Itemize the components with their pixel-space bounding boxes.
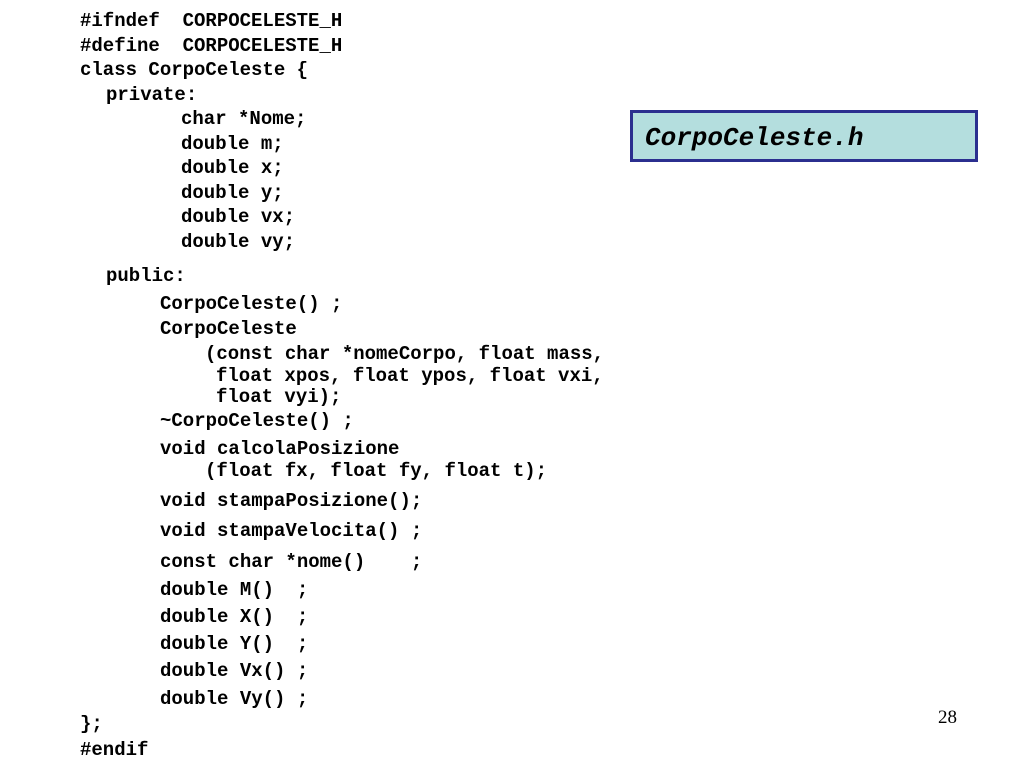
code-line: double m;: [181, 133, 284, 155]
code-line: double X() ;: [160, 606, 309, 628]
code-line: class CorpoCeleste {: [80, 59, 309, 81]
code-line: double Y() ;: [160, 633, 309, 655]
code-line: #ifndef CORPOCELESTE_H: [80, 10, 343, 32]
code-line: float vyi);: [216, 386, 342, 408]
code-line: private:: [106, 84, 198, 106]
code-line: float xpos, float ypos, float vxi,: [216, 365, 604, 387]
code-line: double Vx() ;: [160, 660, 309, 682]
code-line: };: [80, 713, 103, 735]
code-line: void stampaVelocita() ;: [160, 520, 423, 542]
code-line: public:: [106, 265, 186, 287]
code-line: (const char *nomeCorpo, float mass,: [205, 343, 605, 365]
code-line: const char *nome() ;: [160, 551, 423, 573]
code-line: double vy;: [181, 231, 296, 253]
code-line: #define CORPOCELESTE_H: [80, 35, 343, 57]
file-name-box: CorpoCeleste.h: [630, 110, 978, 162]
page-number: 28: [938, 707, 957, 728]
code-line: double vx;: [181, 206, 296, 228]
code-line: char *Nome;: [181, 108, 307, 130]
code-line: double y;: [181, 182, 284, 204]
code-line: #endif: [80, 739, 149, 761]
code-line: ~CorpoCeleste() ;: [160, 410, 354, 432]
code-line: void stampaPosizione();: [160, 490, 423, 512]
code-line: double x;: [181, 157, 284, 179]
code-line: CorpoCeleste: [160, 318, 297, 340]
code-line: CorpoCeleste() ;: [160, 293, 343, 315]
code-line: (float fx, float fy, float t);: [205, 460, 548, 482]
code-line: double M() ;: [160, 579, 309, 601]
code-line: void calcolaPosizione: [160, 438, 400, 460]
file-name-label: CorpoCeleste.h: [645, 123, 864, 153]
code-line: double Vy() ;: [160, 688, 309, 710]
